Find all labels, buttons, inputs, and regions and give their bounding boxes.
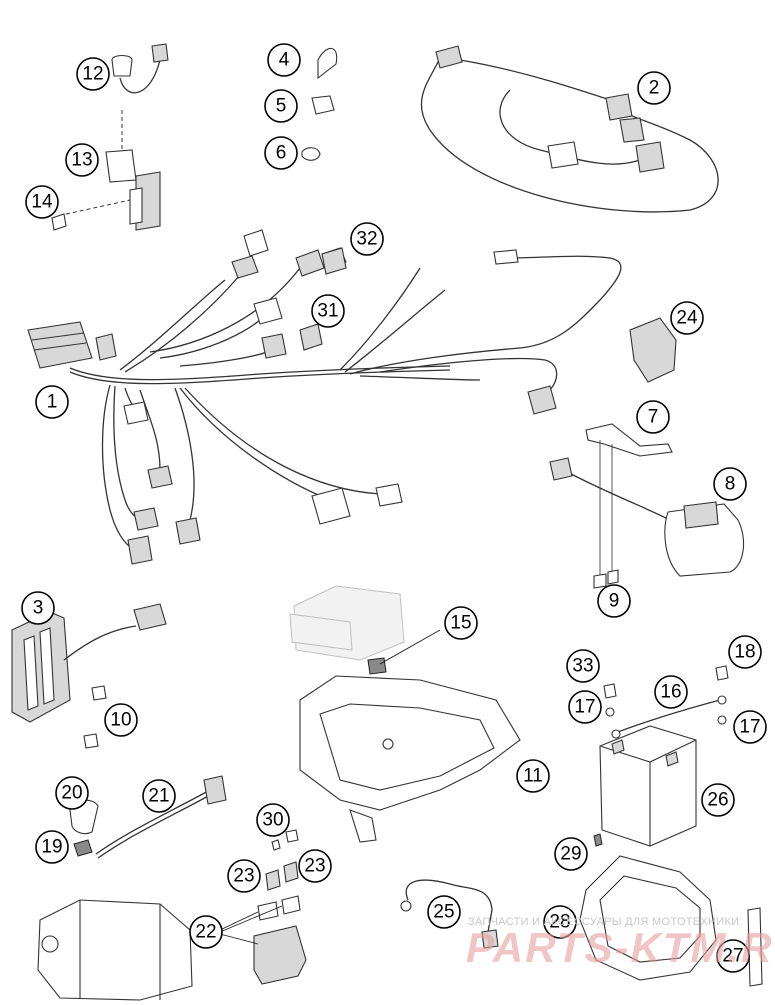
callout-10: 10 [104,703,138,737]
battery-cable-hardware [603,665,729,739]
callout-17-right: 17 [733,710,767,744]
svg-text:23: 23 [233,866,254,887]
svg-text:23: 23 [304,856,325,877]
callout-8: 8 [713,467,747,501]
svg-text:30: 30 [262,810,283,831]
svg-text:29: 29 [560,844,581,865]
svg-text:17: 17 [574,697,595,718]
svg-text:5: 5 [276,96,287,117]
svg-text:1: 1 [47,392,58,413]
switch-bracket-assembly [51,43,169,231]
small-clips [301,47,338,161]
svg-text:11: 11 [523,766,543,787]
svg-text:25: 25 [433,902,454,923]
battery [599,725,697,847]
callout-9: 9 [597,584,631,618]
callout-4: 4 [267,43,301,77]
callout-30: 30 [256,803,290,837]
svg-text:16: 16 [660,682,681,703]
callout-15: 15 [444,606,478,640]
callout-16: 16 [654,675,688,709]
callout-23-right: 23 [298,849,332,883]
callout-13: 13 [65,143,99,177]
callout-6: 6 [264,136,298,170]
callout-7: 7 [636,400,670,434]
callout-31: 31 [311,294,345,328]
callout-18: 18 [728,635,762,669]
battery-tray [299,629,521,843]
voltage-regulator [11,603,167,723]
callout-5: 5 [264,89,298,123]
connector-part-32 [321,247,347,275]
callouts: 1 2 3 4 5 6 7 8 9 10 11 12 13 14 15 16 1… [21,43,767,973]
relay-and-fuses [219,829,307,985]
callout-33: 33 [566,649,600,683]
watermark-caption: ЗАПЧАСТИ И АКСЕССУАРЫ ДЛЯ МОТОТЕХНИКИ [468,916,740,928]
bracket-and-unit [549,423,745,589]
battery-holder [579,833,763,987]
svg-text:3: 3 [33,598,44,619]
svg-text:7: 7 [648,407,659,428]
callout-23-left: 23 [227,859,261,893]
svg-text:21: 21 [148,786,169,807]
svg-text:27: 27 [722,946,743,967]
svg-text:26: 26 [707,790,728,811]
svg-text:6: 6 [276,143,287,164]
ghost-control-unit [289,585,405,661]
svg-text:15: 15 [450,613,471,634]
callout-26: 26 [701,783,735,817]
callout-3: 3 [21,591,55,625]
watermark-brand: PARTS-KTM.RU [466,924,775,971]
svg-text:31: 31 [317,301,338,322]
svg-text:8: 8 [725,474,736,495]
svg-text:14: 14 [31,192,53,213]
svg-text:10: 10 [110,710,131,731]
callout-14: 14 [25,185,59,219]
callout-1: 1 [35,385,69,419]
callout-24: 24 [670,301,704,335]
callout-29: 29 [554,837,588,871]
connector-part-31 [299,323,323,351]
callout-27: 27 [716,939,750,973]
callout-2: 2 [637,71,671,105]
callout-19: 19 [35,830,69,864]
svg-text:24: 24 [676,308,698,329]
svg-text:18: 18 [734,642,755,663]
callout-11: 11 [516,759,550,793]
svg-text:4: 4 [279,50,290,71]
sub-wiring-harness [420,45,719,213]
cover-part [629,317,677,383]
svg-text:13: 13 [71,150,92,171]
callout-17-left: 17 [568,690,602,724]
svg-text:12: 12 [82,64,103,85]
callout-32: 32 [350,222,384,256]
svg-text:22: 22 [195,922,216,943]
svg-text:32: 32 [356,229,377,250]
starter-motor [37,899,193,1001]
screws-10 [83,685,107,749]
callout-22: 22 [189,915,223,949]
svg-text:20: 20 [61,783,82,804]
svg-text:33: 33 [572,656,593,677]
svg-text:2: 2 [649,78,660,99]
callout-28: 28 [543,905,577,939]
ground-cable [400,879,499,949]
callout-12: 12 [76,57,110,91]
callout-20: 20 [55,776,89,810]
svg-text:19: 19 [41,837,62,858]
callout-25: 25 [427,895,461,929]
main-wiring-harness [27,229,622,565]
svg-text:17: 17 [739,717,760,738]
svg-text:9: 9 [609,591,620,612]
svg-text:28: 28 [549,912,570,933]
callout-21: 21 [142,779,176,813]
